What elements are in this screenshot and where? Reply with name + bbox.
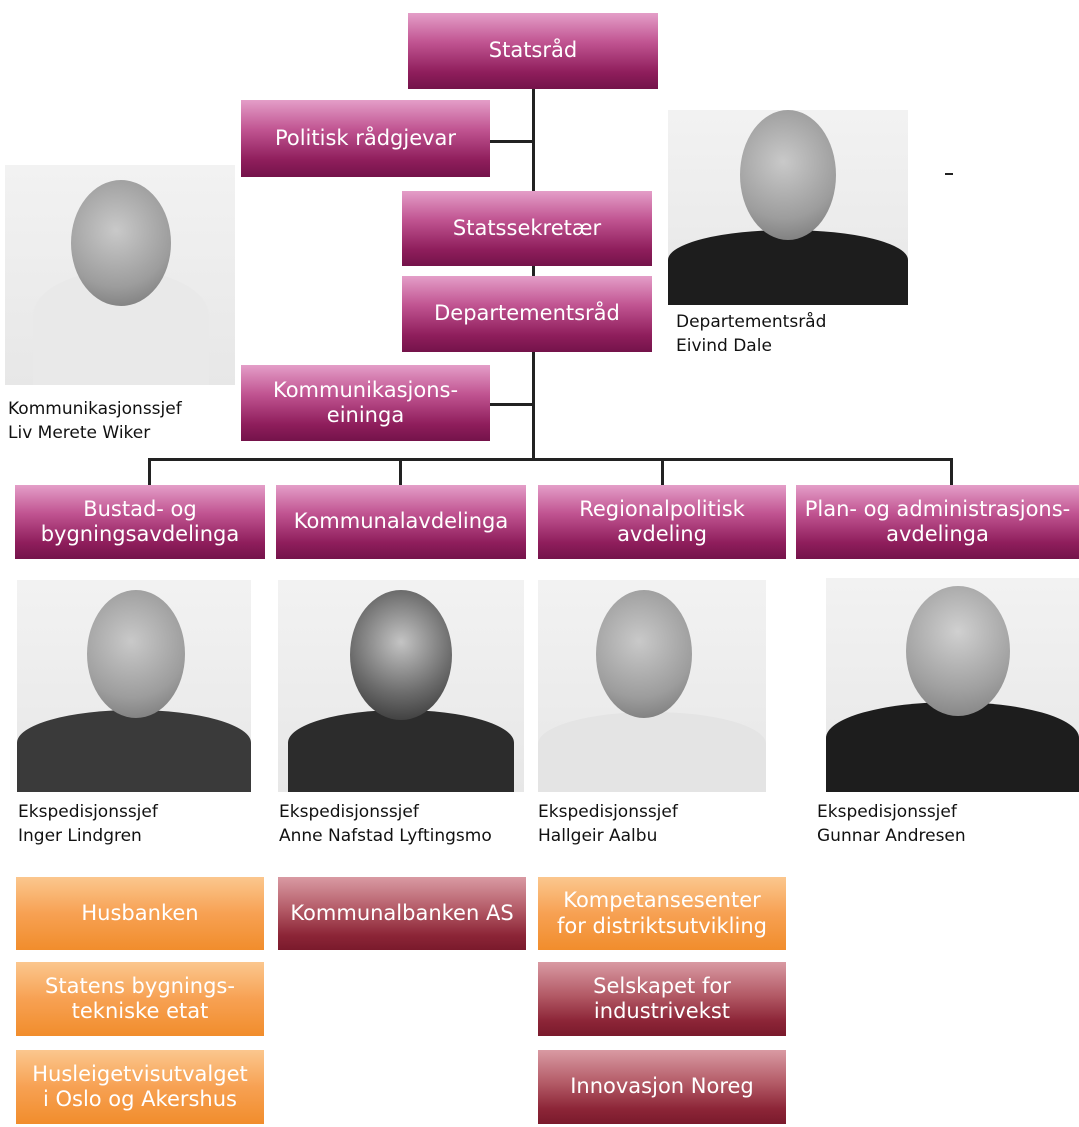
- kommunikasjonseininga-box: Kommunikasjons- eininga: [241, 365, 490, 441]
- caption-kommunal: Ekspedisjonssjef Anne Nafstad Lyftingsmo: [279, 801, 492, 849]
- caption-name: Anne Nafstad Lyftingsmo: [279, 825, 492, 846]
- caption-role: Ekspedisjonssjef: [817, 802, 957, 822]
- department-horizontal-connector: [148, 458, 953, 461]
- plan-drop-connector: [950, 458, 953, 485]
- caption-departementsraad: Departementsråd Eivind Dale: [676, 311, 826, 359]
- regionalpolitisk-box: Regionalpolitisk avdeling: [538, 485, 786, 559]
- selskapet-for-industrivekst-box: Selskapet for industrivekst: [538, 962, 786, 1036]
- photo-eivind-dale: [668, 110, 908, 305]
- kompetansesenter-box: Kompetansesenter for distriktsutvikling: [538, 877, 786, 950]
- kommunalbanken-box: Kommunalbanken AS: [278, 877, 526, 950]
- caption-bustad: Ekspedisjonssjef Inger Lindgren: [18, 801, 158, 849]
- dept-raad-tick: [945, 173, 953, 175]
- caption-role: Ekspedisjonssjef: [279, 802, 419, 822]
- portrait-head: [740, 110, 836, 240]
- photo-gunnar-andresen: [826, 578, 1079, 792]
- portrait-head: [350, 590, 452, 720]
- portrait-head: [71, 180, 171, 306]
- innovasjon-noreg-box: Innovasjon Noreg: [538, 1050, 786, 1124]
- bustad-avdeling-box: Bustad- og bygningsavdelinga: [15, 485, 265, 559]
- caption-role: Ekspedisjonssjef: [18, 802, 158, 822]
- plan-administrasjon-box: Plan- og administrasjons- avdelinga: [796, 485, 1079, 559]
- photo-inger-lindgren: [17, 580, 251, 792]
- kommunal-drop-connector: [399, 458, 402, 485]
- portrait-head: [906, 586, 1010, 716]
- caption-name: Gunnar Andresen: [817, 825, 966, 846]
- photo-anne-nafstad-lyftingsmo: [278, 580, 524, 792]
- departementsraad-box: Departementsråd: [402, 276, 652, 352]
- statens-bygningstekniske-etat-box: Statens bygnings- tekniske etat: [16, 962, 264, 1036]
- husleigetvisutvalget-box: Husleigetvisutvalget i Oslo og Akershus: [16, 1050, 264, 1124]
- caption-name: Liv Merete Wiker: [8, 422, 151, 443]
- kommunikasjon-connector: [490, 403, 533, 406]
- regional-drop-connector: [661, 458, 664, 485]
- politisk-raadgjevar-box: Politisk rådgjevar: [241, 100, 490, 177]
- statsraad-box: Statsråd: [408, 13, 658, 89]
- main-vertical-connector: [532, 88, 535, 458]
- caption-plan: Ekspedisjonssjef Gunnar Andresen: [817, 801, 966, 849]
- politisk-connector: [490, 140, 533, 143]
- caption-role: Departementsråd: [676, 312, 827, 332]
- husbanken-box: Husbanken: [16, 877, 264, 950]
- bustad-drop-connector: [148, 458, 151, 485]
- caption-name: Hallgeir Aalbu: [538, 825, 658, 846]
- caption-name: Eivind Dale: [676, 335, 772, 356]
- caption-role: Kommunikasjonssjef: [8, 399, 182, 419]
- portrait-head: [596, 590, 692, 718]
- caption-role: Ekspedisjonssjef: [538, 802, 678, 822]
- photo-liv-merete-wiker: [5, 165, 235, 385]
- kommunalavdelinga-box: Kommunalavdelinga: [276, 485, 526, 559]
- photo-hallgeir-aalbu: [538, 580, 766, 792]
- caption-name: Inger Lindgren: [18, 825, 142, 846]
- caption-regional: Ekspedisjonssjef Hallgeir Aalbu: [538, 801, 678, 849]
- statssekretaer-box: Statssekretær: [402, 191, 652, 266]
- portrait-head: [87, 590, 185, 718]
- caption-kommunikasjonssjef: Kommunikasjonssjef Liv Merete Wiker: [8, 398, 182, 446]
